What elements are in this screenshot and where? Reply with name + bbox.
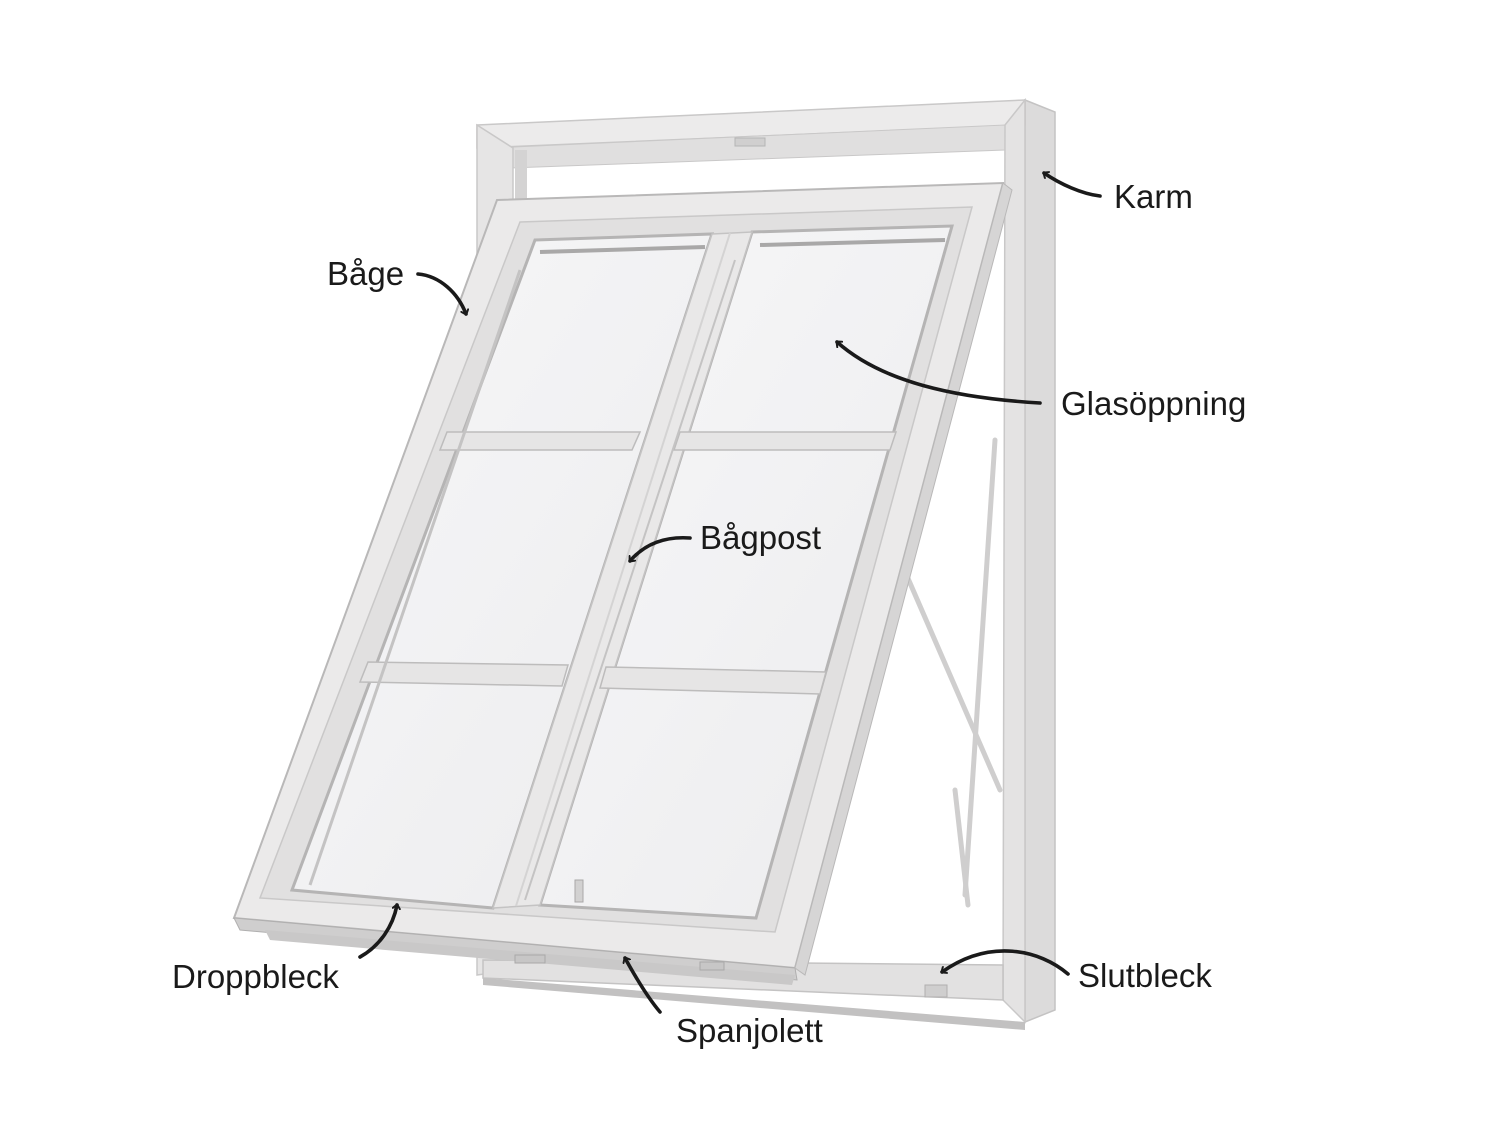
callout-arrows — [358, 173, 1102, 1014]
label-bagpost: Bågpost — [700, 519, 822, 556]
label-bage: Båge — [327, 255, 405, 292]
arrow-bagpost — [628, 535, 692, 563]
arrow-karm — [1042, 173, 1102, 198]
label-droppbleck: Droppbleck — [172, 958, 339, 995]
arrow-glasoppning — [835, 340, 1042, 405]
sash — [232, 181, 1013, 985]
label-spanjolett: Spanjolett — [676, 1012, 823, 1049]
arrow-spanjolett — [625, 956, 662, 1014]
label-karm: Karm — [1114, 178, 1193, 215]
arrow-bage — [416, 272, 466, 316]
label-glasoppning: Glasöppning — [1061, 385, 1247, 422]
label-slutbleck: Slutbleck — [1078, 957, 1212, 994]
arrow-slutbleck — [940, 949, 1070, 976]
arrow-droppbleck — [358, 903, 397, 959]
